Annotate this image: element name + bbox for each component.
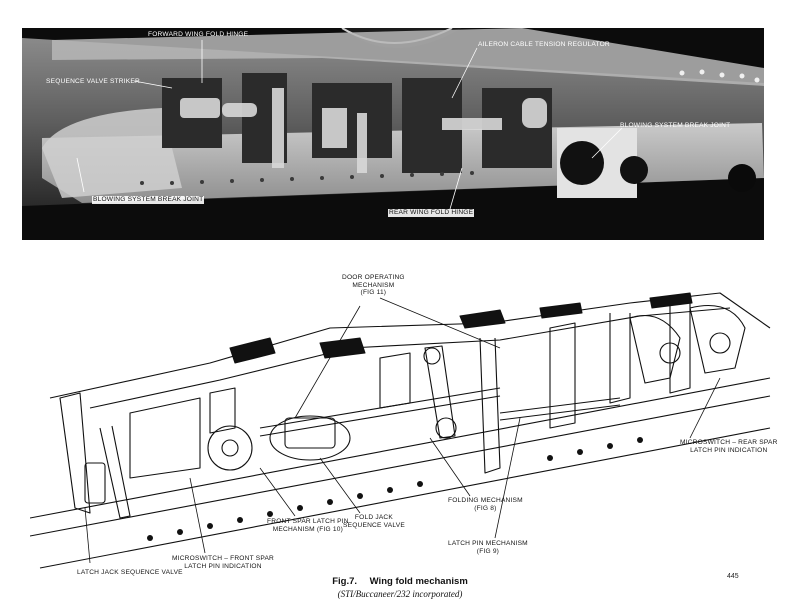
- label-folding-mechanism-line1: FOLDING MECHANISM: [448, 497, 523, 504]
- page-number: 445: [727, 573, 739, 580]
- label-front-spar-latch-pin-mechanism: FRONT SPAR LATCH PIN MECHANISM (FIG 10): [267, 518, 349, 533]
- label-microswitch-front-line2: LATCH PIN INDICATION: [184, 562, 262, 570]
- label-blowing-system-break-joint-right: BLOWING SYSTEM BREAK JOINT: [620, 122, 731, 129]
- label-fold-jack-line2: SEQUENCE VALVE: [343, 521, 405, 529]
- label-aileron-cable-tension-regulator: AILERON CABLE TENSION REGULATOR: [478, 41, 610, 48]
- label-folding-mechanism: FOLDING MECHANISM (FIG 8): [448, 497, 523, 512]
- figure-caption: Fig.7. Wing fold mechanism: [0, 576, 800, 587]
- label-microswitch-front-spar: MICROSWITCH – FRONT SPAR LATCH PIN INDIC…: [172, 555, 274, 570]
- label-door-operating-mechanism: DOOR OPERATING MECHANISM (FIG 11): [342, 274, 405, 297]
- label-latch-pin-line1: LATCH PIN MECHANISM: [448, 540, 528, 547]
- label-microswitch-rear-line1: MICROSWITCH – REAR SPAR: [680, 439, 778, 446]
- wing-fold-drawing: DOOR OPERATING MECHANISM (FIG 11) MICROS…: [29, 268, 778, 584]
- photo-image: [22, 28, 764, 240]
- label-front-spar-latch-line1: FRONT SPAR LATCH PIN: [267, 518, 349, 525]
- label-blowing-system-break-joint-left: BLOWING SYSTEM BREAK JOINT: [92, 196, 205, 204]
- label-microswitch-front-line1: MICROSWITCH – FRONT SPAR: [172, 555, 274, 562]
- figure-subtitle: (STI/Buccaneer/232 incorporated): [337, 589, 463, 599]
- label-latch-pin-line2: (FIG 9): [476, 547, 500, 555]
- label-door-operating-line1: DOOR OPERATING: [342, 274, 405, 281]
- label-door-operating-line2: MECHANISM: [352, 281, 395, 289]
- label-rear-wing-fold-hinge: REAR WING FOLD HINGE: [388, 209, 475, 217]
- label-front-spar-latch-line2: MECHANISM (FIG 10): [272, 525, 343, 533]
- label-microswitch-rear-spar: MICROSWITCH – REAR SPAR LATCH PIN INDICA…: [680, 439, 778, 454]
- label-fold-jack-sequence-valve: FOLD JACK SEQUENCE VALVE: [343, 514, 405, 529]
- figure-title: Wing fold mechanism: [369, 576, 468, 587]
- label-folding-mechanism-line2: (FIG 8): [474, 504, 497, 512]
- label-latch-jack-sequence-valve: LATCH JACK SEQUENCE VALVE: [77, 569, 183, 576]
- figure-number: Fig.7.: [332, 576, 358, 587]
- label-latch-pin-mechanism: LATCH PIN MECHANISM (FIG 9): [448, 540, 528, 555]
- label-fold-jack-line1: FOLD JACK: [354, 514, 393, 521]
- line-drawing: [29, 292, 771, 569]
- label-door-operating-line3: (FIG 11): [360, 289, 387, 297]
- label-forward-wing-fold-hinge: FORWARD WING FOLD HINGE: [148, 31, 249, 38]
- wing-fold-photograph: FORWARD WING FOLD HINGE AILERON CABLE TE…: [22, 28, 764, 240]
- label-sequence-valve-striker: SEQUENCE VALVE STRIKER: [46, 78, 140, 85]
- label-microswitch-rear-line2: LATCH PIN INDICATION: [690, 446, 768, 454]
